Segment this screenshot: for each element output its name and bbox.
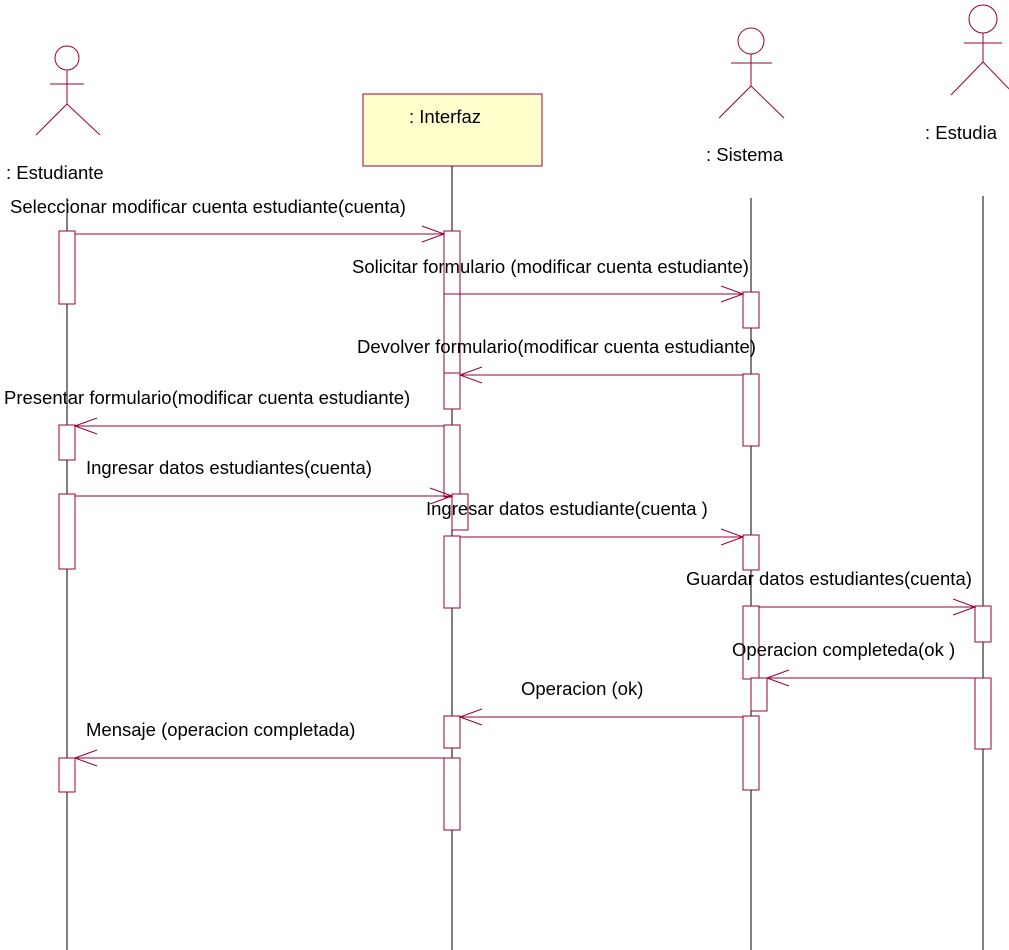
message-9 bbox=[458, 708, 743, 726]
activation-bar bbox=[443, 715, 461, 749]
actor-system bbox=[718, 27, 785, 119]
activation-bar bbox=[443, 293, 461, 374]
activation-bar bbox=[58, 493, 76, 570]
message-label-7: Guardar datos estudiantes(cuenta) bbox=[686, 568, 972, 589]
message-label-3: Devolver formulario(modificar cuenta est… bbox=[357, 336, 756, 357]
activation-bar bbox=[974, 677, 992, 750]
message-label-4: Presentar formulario(modificar cuenta es… bbox=[4, 387, 410, 408]
participant-student-data-label: : Estudia bbox=[925, 122, 998, 143]
activation-bar bbox=[443, 424, 461, 498]
message-4 bbox=[73, 417, 444, 435]
message-8 bbox=[765, 669, 975, 687]
activation-bar bbox=[742, 373, 760, 447]
actor-student-data bbox=[950, 4, 1009, 96]
message-7 bbox=[759, 598, 977, 616]
participant-system-label: : Sistema bbox=[706, 144, 784, 165]
activation-bar bbox=[974, 605, 992, 643]
message-6 bbox=[460, 528, 745, 546]
activation-bar bbox=[742, 534, 760, 571]
actor-student bbox=[35, 45, 101, 136]
message-label-1: Seleccionar modificar cuenta estudiante(… bbox=[10, 196, 406, 217]
activation-bar bbox=[742, 291, 760, 329]
activation-bar bbox=[750, 677, 768, 712]
message-label-6: Ingresar datos estudiante(cuenta ) bbox=[426, 498, 708, 519]
message-10 bbox=[73, 749, 444, 767]
message-label-5: Ingresar datos estudiantes(cuenta) bbox=[86, 457, 372, 478]
activation-bar bbox=[443, 757, 461, 831]
activation-bar bbox=[58, 424, 76, 461]
participant-interface-box bbox=[362, 93, 543, 167]
activation-bar bbox=[742, 715, 760, 791]
activation-bar bbox=[443, 535, 461, 609]
activation-bar bbox=[451, 493, 469, 531]
message-3 bbox=[458, 366, 743, 384]
message-label-2: Solicitar formulario (modificar cuenta e… bbox=[352, 256, 749, 277]
message-1 bbox=[75, 225, 446, 243]
activation-bar bbox=[58, 757, 76, 793]
message-label-9: Operacion (ok) bbox=[521, 678, 643, 699]
activation-bar bbox=[58, 230, 76, 305]
message-2 bbox=[460, 285, 745, 303]
activation-bar bbox=[443, 372, 461, 410]
participant-interface-label: : Interfaz bbox=[409, 106, 481, 127]
activation-bars bbox=[58, 230, 992, 831]
participant-student-label: : Estudiante bbox=[6, 162, 104, 183]
message-label-10: Mensaje (operacion completada) bbox=[86, 719, 355, 740]
message-5 bbox=[75, 487, 454, 505]
message-label-8: Operacion completeda(ok ) bbox=[732, 639, 955, 660]
